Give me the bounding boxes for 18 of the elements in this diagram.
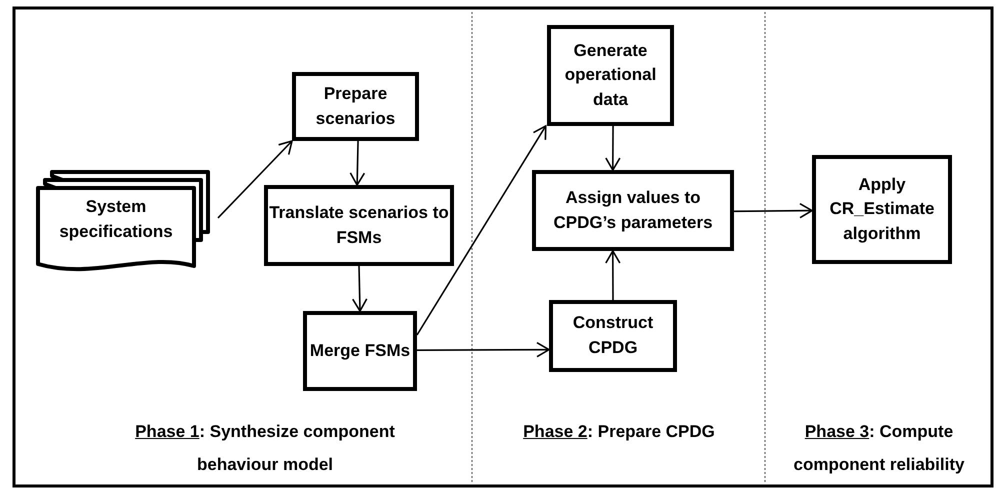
arrow xyxy=(417,342,550,358)
process-box: Prepare scenarios xyxy=(292,72,419,141)
process-box: Merge FSMs xyxy=(303,311,417,391)
arrow xyxy=(605,250,621,300)
phase-caption: Phase 1: Synthesize component behaviour model xyxy=(134,421,396,476)
arrow xyxy=(352,266,368,312)
arrow xyxy=(605,126,621,171)
phase-caption: Phase 2: Prepare CPDG xyxy=(522,421,716,443)
process-box: Apply CR_Estimate algorithm xyxy=(812,155,952,264)
phase-caption: Phase 3: Compute component reliability xyxy=(792,421,966,476)
process-box: Construct CPDG xyxy=(549,300,677,372)
arrow xyxy=(217,140,293,218)
process-box: Generate operational data xyxy=(547,25,674,126)
arrow xyxy=(350,140,366,186)
arrow xyxy=(734,202,813,218)
arrow xyxy=(416,125,547,336)
process-box: Translate scenarios to FSMs xyxy=(264,185,454,266)
process-box: Assign values to CPDG’s parameters xyxy=(532,170,734,251)
